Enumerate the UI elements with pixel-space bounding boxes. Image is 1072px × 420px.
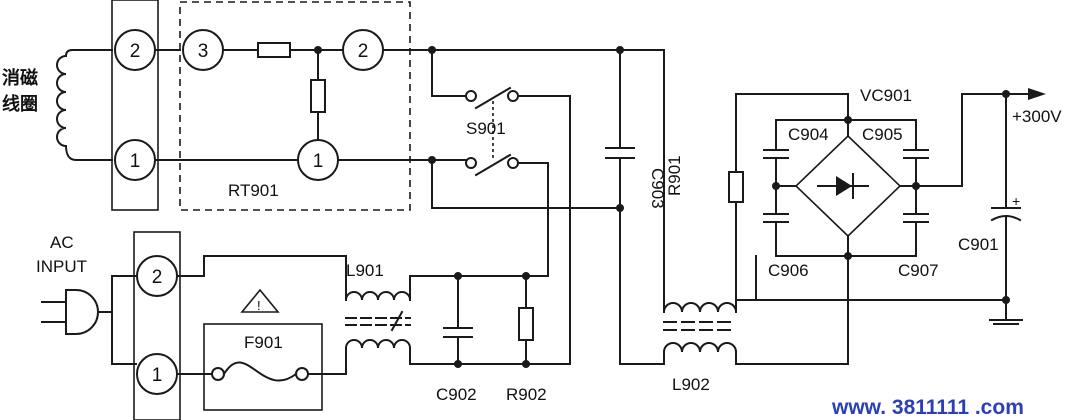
degauss-coil-label-2: 线圈 [2, 93, 38, 115]
r901-label: R901 [665, 155, 684, 196]
ac-connector [133, 231, 181, 420]
degauss-coil [56, 49, 113, 161]
c904-label: C904 [788, 125, 829, 144]
r902-label: R902 [506, 385, 547, 404]
c901-label: C901 [958, 235, 999, 254]
degauss-connector-pin-2-label: 2 [130, 41, 141, 62]
rt901-pin-3-label: 3 [198, 41, 209, 62]
r902-resistor [518, 307, 534, 341]
degauss-coil-label-1: 消磁 [2, 67, 38, 89]
ac-input-label-1: AC [50, 233, 74, 252]
ac-connector-pin-1-label: 1 [152, 365, 163, 386]
ac-plug-icon [41, 275, 137, 365]
s901-label: S901 [466, 119, 506, 138]
f901-label: F901 [244, 333, 283, 352]
rt901-pin-1-label: 1 [313, 151, 324, 172]
f901-fuse-element [222, 361, 298, 382]
rt901-pin-2-label: 2 [358, 41, 369, 62]
vc901-label: VC901 [860, 86, 912, 105]
degauss-connector-pin-1-label: 1 [130, 151, 141, 172]
rt901-module [179, 1, 411, 211]
watermark: www. 3811111 .com [831, 396, 1024, 419]
c907-label: C907 [898, 261, 939, 280]
output-arrow-icon [1028, 88, 1046, 100]
ground-icon [989, 319, 1023, 325]
r901-resistor [728, 171, 744, 203]
c903-label: C903 [648, 168, 667, 209]
rt901-resistor-vertical [310, 79, 326, 113]
warning-icon: ! [240, 288, 280, 313]
svg-text:!: ! [257, 298, 261, 313]
ac-input-label-2: INPUT [36, 257, 87, 276]
output-300v-label: +300V [1012, 107, 1062, 126]
svg-text:+: + [1012, 193, 1020, 209]
c906-label: C906 [768, 261, 809, 280]
f901-fuse-box [203, 323, 323, 411]
vc901-diode-icon [817, 173, 869, 199]
l901-label: L901 [346, 261, 384, 280]
c905-label: C905 [862, 125, 903, 144]
rt901-label: RT901 [228, 181, 279, 200]
c902-label: C902 [436, 385, 477, 404]
degauss-connector [111, 0, 159, 211]
ac-connector-pin-2-label: 2 [152, 267, 163, 288]
rt901-resistor-horizontal [257, 42, 291, 58]
l902-label: L902 [672, 375, 710, 394]
